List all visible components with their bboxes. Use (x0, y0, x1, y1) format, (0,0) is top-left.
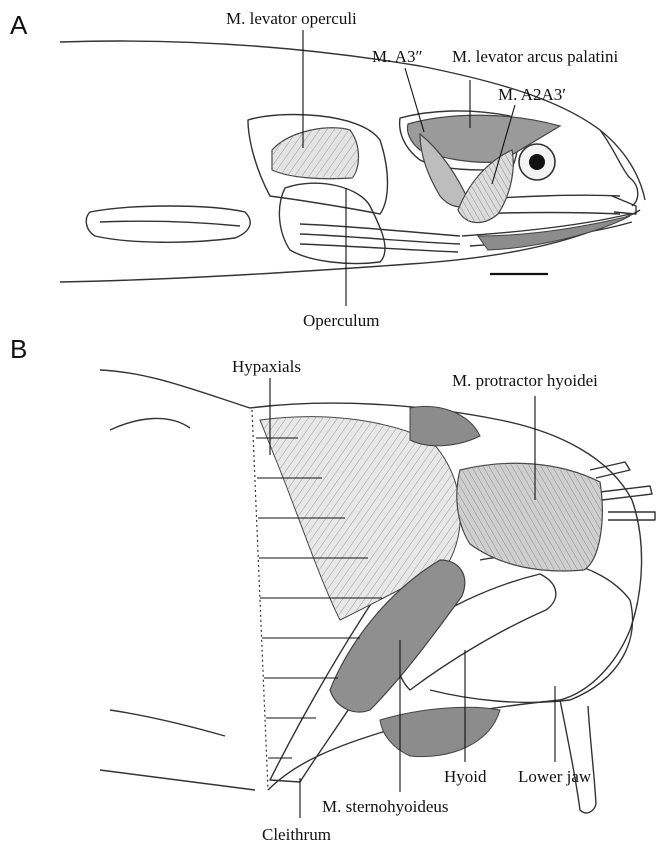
label-operculum: Operculum (303, 312, 379, 329)
label-lower-jaw: Lower jaw (518, 768, 591, 785)
label-levator-operculi: M. levator operculi (226, 10, 357, 27)
panel-b-letter: B (10, 336, 27, 362)
lower-dark-muscle (380, 707, 500, 756)
label-levator-arcus-palatini: M. levator arcus palatini (452, 48, 618, 65)
label-hyoid: Hyoid (444, 768, 487, 785)
panel-a-letter: A (10, 12, 27, 38)
operculum-bone (279, 183, 385, 263)
label-cleithrum: Cleithrum (262, 826, 331, 843)
label-a2a3: M. A2A3′ (498, 86, 566, 103)
label-hypaxials: Hypaxials (232, 358, 301, 375)
label-sternohyoideus: M. sternohyoideus (322, 798, 449, 815)
cut-line (252, 410, 268, 790)
label-protractor-hyoidei: M. protractor hyoidei (452, 372, 598, 389)
label-a3: M. A3″ (372, 48, 423, 65)
upper-dark-muscle (410, 406, 480, 445)
pupil (529, 154, 545, 170)
